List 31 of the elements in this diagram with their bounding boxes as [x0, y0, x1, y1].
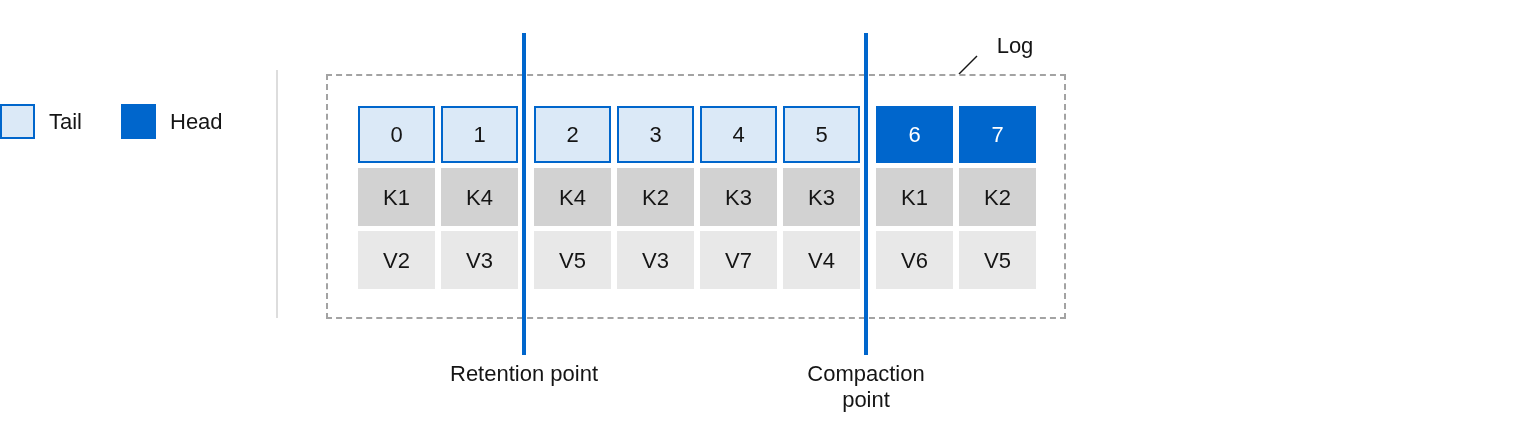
leader-line: [958, 55, 978, 75]
value-cell: V5: [534, 231, 611, 289]
offset-cell: 5: [783, 106, 860, 163]
offset-cell: 7: [959, 106, 1036, 163]
offset-cell: 0: [358, 106, 435, 163]
offset-cell: 4: [700, 106, 777, 163]
key-cell: K1: [358, 168, 435, 226]
offset-cell: 3: [617, 106, 694, 163]
key-cell: K3: [700, 168, 777, 226]
key-cell: K2: [617, 168, 694, 226]
offset-cell: 1: [441, 106, 518, 163]
key-cell: K4: [534, 168, 611, 226]
marker-label: Retention point: [449, 361, 599, 387]
legend-label: Head: [170, 108, 223, 136]
key-cell: K1: [876, 168, 953, 226]
log-frame: [326, 74, 1066, 319]
value-cell: V4: [783, 231, 860, 289]
value-cell: V3: [617, 231, 694, 289]
value-cell: V6: [876, 231, 953, 289]
key-cell: K4: [441, 168, 518, 226]
value-cell: V2: [358, 231, 435, 289]
offset-cell: 2: [534, 106, 611, 163]
marker-label: Compaction point: [806, 361, 926, 413]
value-cell: V5: [959, 231, 1036, 289]
log-label: Log: [996, 31, 1034, 60]
value-cell: V7: [700, 231, 777, 289]
key-cell: K2: [959, 168, 1036, 226]
offset-cell: 6: [876, 106, 953, 163]
value-cell: V3: [441, 231, 518, 289]
key-cell: K3: [783, 168, 860, 226]
legend-label: Tail: [49, 108, 82, 136]
